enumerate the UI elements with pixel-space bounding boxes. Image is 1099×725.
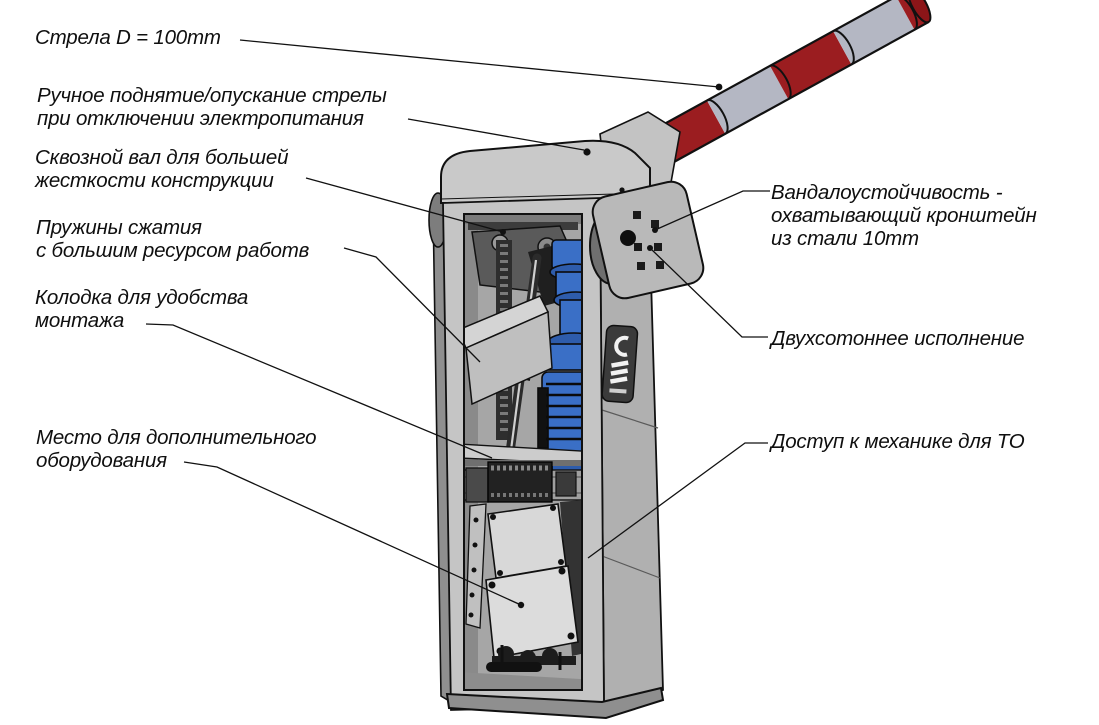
cabinet bbox=[428, 111, 681, 720]
leader-manual-release bbox=[407, 118, 585, 151]
leader-lines bbox=[145, 39, 770, 606]
leader-extra-equipment bbox=[183, 461, 522, 606]
leader-dots bbox=[500, 83, 723, 609]
leader-compression-springs bbox=[343, 247, 481, 363]
callout-extra-equipment: Место для дополнительного оборудования bbox=[36, 426, 317, 472]
flange-bracket bbox=[589, 180, 705, 300]
bracket-bolts bbox=[633, 211, 664, 270]
manual-release-pin bbox=[583, 148, 591, 156]
callout-compression-springs: Пружины сжатия с большим ресурсом работв bbox=[36, 216, 310, 262]
callout-maintenance-access: Доступ к механике для ТО bbox=[771, 430, 1025, 453]
leader-through-shaft bbox=[305, 177, 504, 233]
boom-tube bbox=[643, 0, 932, 170]
callout-through-shaft: Сквозной вал для большей жесткости конст… bbox=[35, 146, 289, 192]
drive-unit bbox=[537, 239, 582, 473]
callout-terminal-block: Колодка для удобства монтажа bbox=[35, 286, 249, 332]
din-rail-terminal-block bbox=[464, 461, 582, 503]
leader-terminal-block bbox=[145, 323, 493, 459]
interior-mechanism bbox=[464, 214, 582, 690]
callout-double-sided: Двухсотоннее исполнение bbox=[771, 327, 1025, 350]
equipment-panels bbox=[464, 500, 582, 690]
leader-double-sided bbox=[649, 247, 768, 338]
mounting-wedge bbox=[464, 295, 553, 406]
leader-vandal-proof bbox=[654, 190, 770, 231]
callout-boom-diameter: Стрела D = 100mm bbox=[35, 26, 221, 49]
callout-vandal-proof: Вандалоустойчивость - охватывающий кронш… bbox=[771, 181, 1037, 250]
leader-maintenance-access bbox=[587, 442, 768, 559]
callout-manual-release: Ручное поднятие/опускание стрелы при отк… bbox=[37, 84, 387, 130]
base-handle bbox=[486, 662, 542, 672]
cabinet-top-cap bbox=[440, 139, 651, 204]
leader-boom-diameter bbox=[239, 39, 720, 88]
came-logo-badge bbox=[601, 324, 639, 404]
cabinet-base bbox=[445, 686, 665, 720]
